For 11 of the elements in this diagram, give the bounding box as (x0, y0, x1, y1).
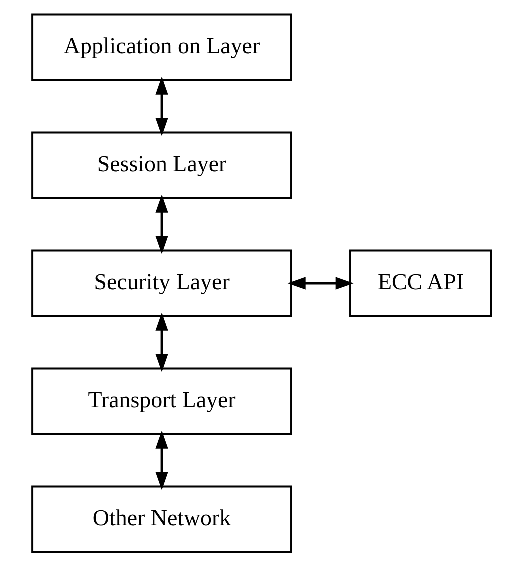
arrow (155, 312, 168, 372)
node-box: Transport Layer (31, 368, 292, 436)
node-box: Application on Layer (31, 14, 292, 82)
arrow (155, 76, 168, 136)
node-box: Security Layer (31, 250, 292, 318)
arrow (155, 194, 168, 254)
arrow (155, 430, 168, 490)
node-box: Other Network (31, 486, 292, 554)
arrow (287, 277, 354, 290)
node-box: Session Layer (31, 132, 292, 200)
node-box: ECC API (349, 250, 492, 318)
